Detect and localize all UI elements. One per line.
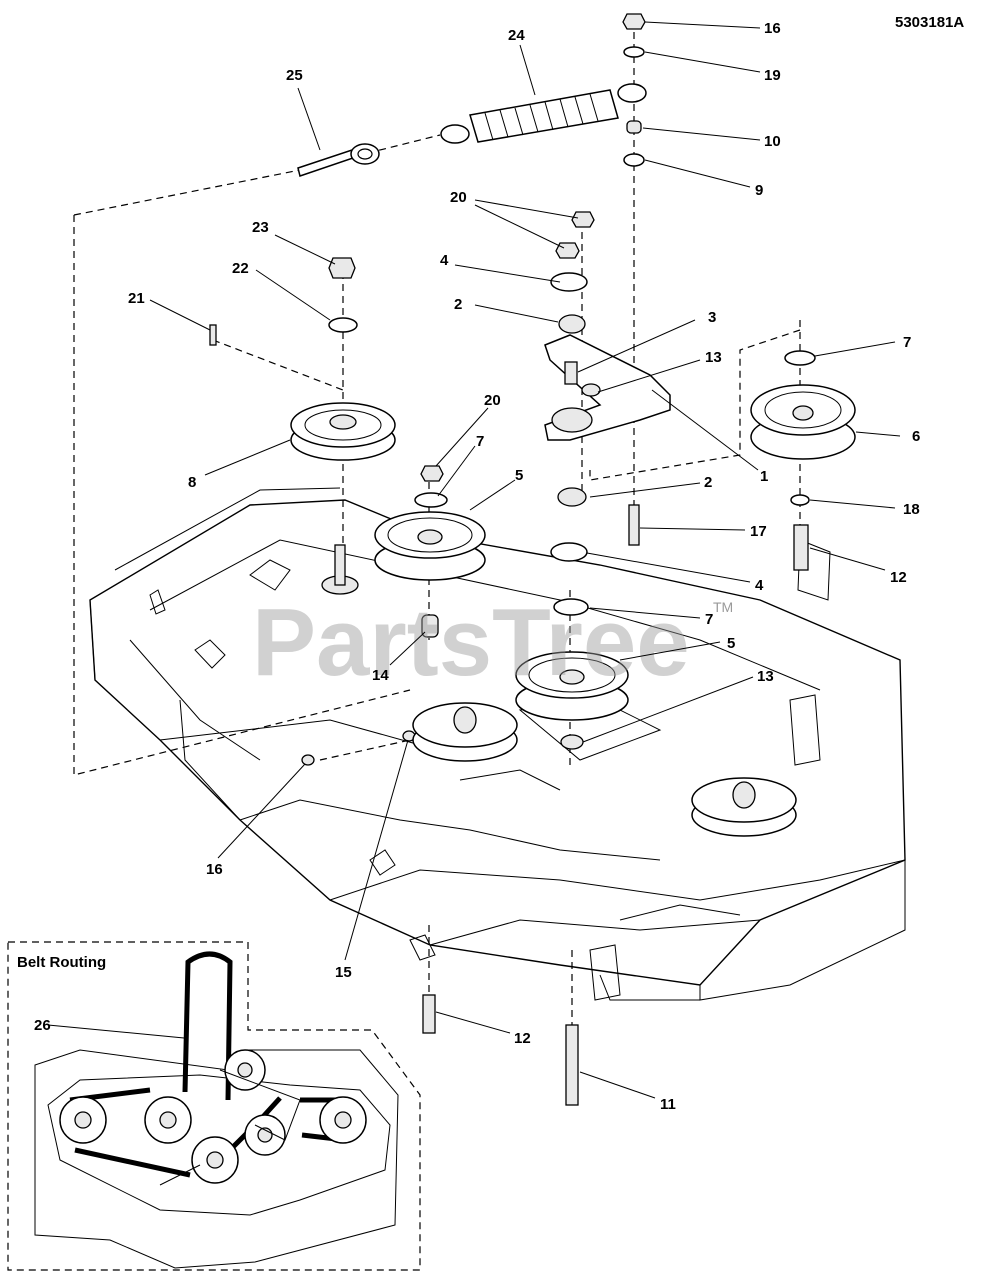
callout-12: 12 bbox=[514, 1030, 531, 1047]
callout-2: 2 bbox=[454, 296, 462, 313]
idler-pulley-lower bbox=[515, 651, 629, 721]
idler-pulley-right bbox=[750, 384, 856, 460]
diagram-code: 5303181A bbox=[895, 14, 964, 31]
leader-lines bbox=[149, 21, 901, 1099]
callout-16: 16 bbox=[206, 861, 223, 878]
callout-23: 23 bbox=[252, 219, 269, 236]
callout-8: 8 bbox=[188, 474, 196, 491]
idler-pulley-upper bbox=[374, 511, 486, 581]
belt-routing-inset: Belt Routing 26 bbox=[7, 941, 421, 1271]
callout-7: 7 bbox=[903, 334, 911, 351]
callout-24: 24 bbox=[508, 27, 525, 44]
watermark: PartsTree bbox=[252, 589, 690, 696]
callout-20: 20 bbox=[484, 392, 501, 409]
hardware-stack bbox=[209, 13, 816, 1106]
callout-4: 4 bbox=[755, 577, 764, 594]
eye-bolt bbox=[297, 143, 380, 177]
callout-25: 25 bbox=[286, 67, 303, 84]
spindle-pulley-left bbox=[412, 702, 518, 762]
callouts: 16 19 24 25 10 9 20 23 22 4 21 2 3 13 7 … bbox=[128, 20, 920, 1113]
callout-13: 13 bbox=[757, 668, 774, 685]
callout-26: 26 bbox=[34, 1017, 51, 1034]
callout-20: 20 bbox=[450, 189, 467, 206]
callout-6: 6 bbox=[912, 428, 920, 445]
drive-belt bbox=[182, 951, 233, 1101]
callout-14: 14 bbox=[372, 667, 389, 684]
callout-9: 9 bbox=[755, 182, 763, 199]
watermark-trademark: TM bbox=[713, 599, 733, 615]
callout-17: 17 bbox=[750, 523, 767, 540]
callout-22: 22 bbox=[232, 260, 249, 277]
callout-3: 3 bbox=[708, 309, 716, 326]
extension-spring bbox=[440, 83, 647, 144]
callout-10: 10 bbox=[764, 133, 781, 150]
spindle-pulley-right bbox=[691, 777, 797, 837]
callout-12: 12 bbox=[890, 569, 907, 586]
callout-7: 7 bbox=[476, 433, 484, 450]
callout-15: 15 bbox=[335, 964, 352, 981]
spindle-pulley-center bbox=[321, 544, 359, 595]
callout-11: 11 bbox=[660, 1096, 676, 1113]
mower-deck bbox=[89, 487, 906, 1001]
callout-21: 21 bbox=[128, 290, 145, 307]
callout-13: 13 bbox=[705, 349, 722, 366]
callout-5: 5 bbox=[515, 467, 523, 484]
inset-title: Belt Routing bbox=[17, 954, 106, 971]
callout-2: 2 bbox=[704, 474, 712, 491]
callout-5: 5 bbox=[727, 635, 735, 652]
callout-1: 1 bbox=[760, 468, 768, 485]
callout-18: 18 bbox=[903, 501, 920, 518]
drive-pulley bbox=[290, 402, 396, 461]
idler-arm bbox=[544, 334, 671, 441]
callout-16: 16 bbox=[764, 20, 781, 37]
callout-7: 7 bbox=[705, 611, 713, 628]
callout-19: 19 bbox=[764, 67, 781, 84]
callout-4: 4 bbox=[440, 252, 449, 269]
